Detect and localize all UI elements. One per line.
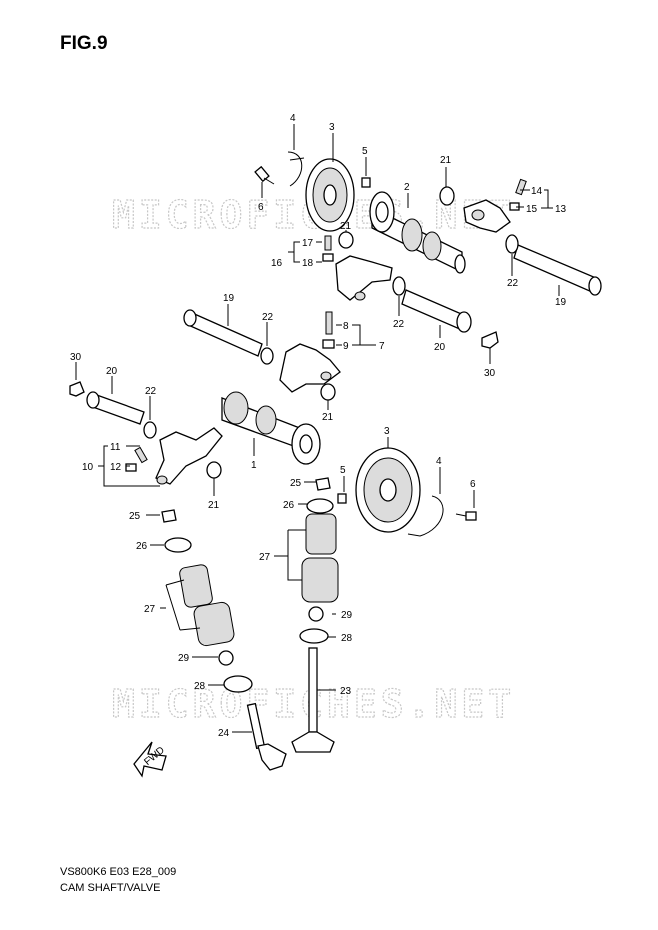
callout-5: 5 [362, 146, 368, 157]
callout-18: 18 [302, 258, 314, 269]
cotter-25-left [161, 509, 177, 523]
callout-11: 11 [110, 442, 121, 453]
callout-27: 27 [144, 604, 156, 615]
adjuster-screw-upper-left [322, 235, 334, 262]
callout-22: 22 [393, 319, 405, 330]
adjuster-screw-middle [322, 311, 335, 349]
callout-13: 13 [555, 204, 567, 215]
callout-21: 21 [322, 412, 334, 423]
figure-code: VS800K6 E03 E28_009 [60, 866, 177, 878]
callout-26: 26 [283, 500, 295, 511]
plug-30-lower [69, 381, 85, 397]
sprocket-bolt-lower [455, 511, 477, 521]
callout-15: 15 [526, 204, 538, 215]
callout-23: 23 [340, 686, 352, 697]
callout-1: 1 [251, 460, 257, 471]
callout-22: 22 [262, 312, 274, 323]
washer-22-middle [392, 276, 406, 296]
callout-6: 6 [258, 202, 264, 213]
callout-2: 2 [404, 182, 410, 193]
callout-20: 20 [434, 342, 446, 353]
oil-seal-29-left [218, 650, 234, 666]
callout-22: 22 [507, 278, 519, 289]
callout-26: 26 [136, 541, 148, 552]
callout-24: 24 [218, 728, 230, 739]
callout-9: 9 [343, 341, 349, 352]
callout-14: 14 [531, 186, 543, 197]
figure-caption: CAM SHAFT/VALVE [60, 882, 161, 894]
callout-4: 4 [290, 113, 296, 124]
callout-8: 8 [343, 321, 349, 332]
rocker-shaft-19-left [183, 309, 263, 357]
figure-title: FIG.9 [60, 33, 108, 54]
callout-17: 17 [302, 238, 314, 249]
dowel-pin-upper [361, 177, 371, 188]
valve-springs-27-center [301, 513, 339, 603]
callout-27: 27 [259, 552, 271, 563]
callout-3: 3 [384, 426, 390, 437]
cam-sprocket-lower [355, 447, 421, 533]
callout-28: 28 [194, 681, 206, 692]
leader-lines [75, 124, 560, 733]
shim-21-upper-b [338, 231, 354, 249]
washer-22-left-upper [260, 347, 274, 365]
valve-24 [246, 702, 287, 771]
shim-21-lower [206, 461, 222, 479]
front-direction-arrow: FWD [133, 741, 167, 778]
callout-19: 19 [555, 297, 567, 308]
shim-21-upper-a [439, 186, 455, 206]
callout-3: 3 [329, 122, 335, 133]
spring-seat-28-left [223, 675, 253, 693]
rocker-arm-lower [155, 427, 223, 485]
shim-21-middle [320, 383, 336, 401]
spring-seat-28-center [299, 628, 329, 644]
callout-numbers: 1 2 3 3 4 4 5 5 6 6 7 8 9 10 11 12 13 14… [70, 113, 567, 739]
callout-22: 22 [145, 386, 157, 397]
dowel-pin-lower [337, 493, 347, 504]
camshaft-lower [221, 391, 321, 465]
plug-30-upper [481, 331, 499, 349]
cam-sprocket-upper [305, 158, 355, 232]
sprocket-retainer-lower [407, 495, 444, 537]
camshaft-upper [369, 191, 466, 274]
callout-28: 28 [341, 633, 353, 644]
valve-springs-27-left [179, 564, 235, 647]
callout-10: 10 [82, 462, 94, 473]
rocker-arm-upper-right [463, 199, 511, 233]
callout-30: 30 [70, 352, 82, 363]
rocker-shaft-19-right [513, 244, 602, 296]
callout-16: 16 [271, 258, 283, 269]
cotter-25-center [315, 477, 331, 491]
callout-5: 5 [340, 465, 346, 476]
callout-25: 25 [290, 478, 302, 489]
adjuster-screw-upper-right [509, 178, 527, 211]
rocker-arm-upper-left [335, 255, 393, 301]
oil-seal-29-center [308, 606, 324, 622]
callout-20: 20 [106, 366, 118, 377]
rocker-arm-middle [279, 343, 341, 393]
sprocket-bolt-upper [254, 165, 275, 185]
callout-21: 21 [340, 221, 352, 232]
callout-7: 7 [379, 341, 385, 352]
callout-21: 21 [208, 500, 220, 511]
rocker-shaft-20-upper [401, 289, 472, 333]
washer-22-right [505, 234, 519, 254]
sprocket-retainer-upper [287, 151, 305, 187]
callout-29: 29 [178, 653, 190, 664]
retainer-26-center [306, 498, 334, 514]
callout-30: 30 [484, 368, 496, 379]
callout-19: 19 [223, 293, 235, 304]
callout-4: 4 [436, 456, 442, 467]
callout-21: 21 [440, 155, 452, 166]
callout-25: 25 [129, 511, 141, 522]
adjuster-screw-lower [125, 446, 148, 472]
washer-22-left-lower [143, 421, 157, 439]
callout-12: 12 [110, 462, 122, 473]
callout-29: 29 [341, 610, 353, 621]
rocker-shaft-20-lower [86, 391, 145, 425]
retainer-26-left [164, 537, 192, 553]
callout-6: 6 [470, 479, 476, 490]
